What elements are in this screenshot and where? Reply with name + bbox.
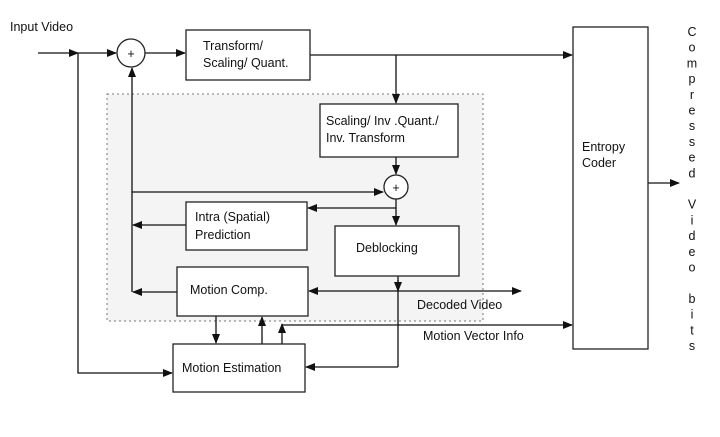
inverse-transform-block: Scaling/ Inv .Quant./ Inv. Transform [319, 103, 459, 158]
input-adder: + [116, 38, 146, 68]
svg-text:Motion Comp.: Motion Comp. [190, 283, 268, 297]
svg-text:+: + [392, 181, 399, 195]
svg-text:+: + [127, 47, 134, 61]
deblocking-block: Deblocking [334, 225, 460, 277]
svg-text:Scaling/ Inv .Quant./: Scaling/ Inv .Quant./ [326, 114, 439, 128]
svg-text:Transform/: Transform/ [203, 39, 263, 53]
svg-text:Motion Estimation: Motion Estimation [182, 361, 281, 375]
decoded-video-label: Decoded Video [417, 298, 502, 312]
motion-estimation-block: Motion Estimation [172, 343, 306, 393]
reconstruction-adder: + [383, 174, 409, 200]
motion-vector-info-label: Motion Vector Info [423, 329, 524, 343]
svg-text:Prediction: Prediction [195, 228, 251, 242]
motion-comp-block: Motion Comp. [176, 266, 309, 317]
svg-text:Scaling/ Quant.: Scaling/ Quant. [203, 56, 288, 70]
svg-text:Entropy: Entropy [582, 140, 626, 154]
intra-prediction-block: Intra (Spatial) Prediction [185, 201, 308, 251]
entropy-coder-block: Entropy Coder [572, 26, 649, 350]
input-video-label: Input Video [10, 20, 73, 34]
svg-text:Deblocking: Deblocking [356, 241, 418, 255]
connections [38, 49, 680, 377]
svg-text:Intra (Spatial): Intra (Spatial) [195, 210, 270, 224]
transform-block: Transform/ Scaling/ Quant. [185, 29, 311, 81]
svg-text:Inv. Transform: Inv. Transform [326, 131, 405, 145]
svg-text:Coder: Coder [582, 156, 616, 170]
